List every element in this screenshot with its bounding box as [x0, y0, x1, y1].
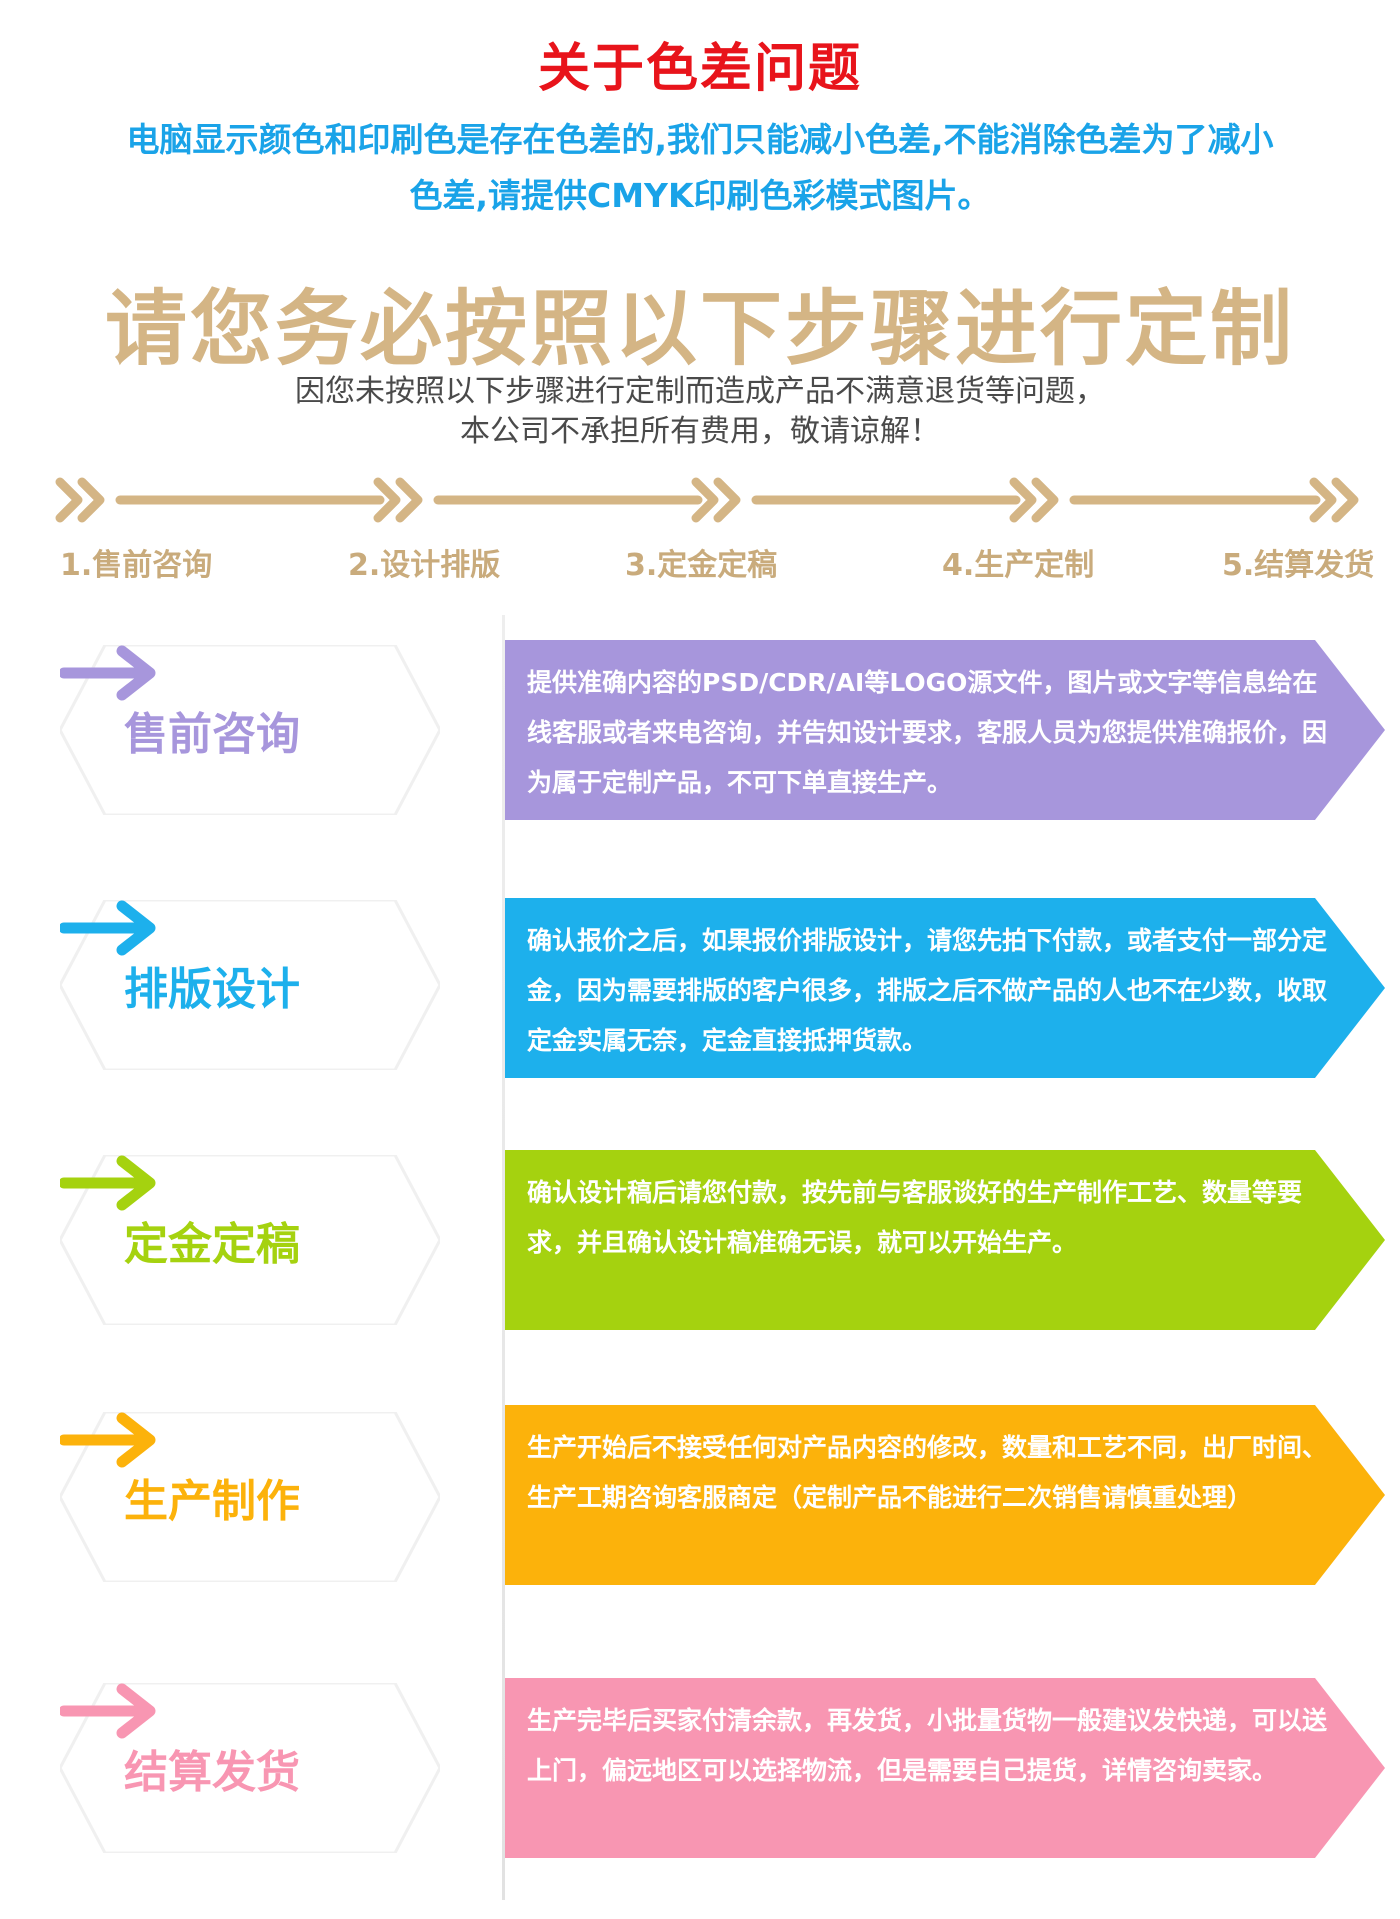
step-description-2: 确认报价之后，如果报价排版设计，请您先拍下付款，或者支付一部分定金，因为需要排版…	[505, 898, 1385, 1078]
hexagon-shape	[60, 1683, 440, 1853]
step-badge-label: 生产制作	[124, 1476, 300, 1527]
disclaimer: 因您未按照以下步骤进行定制而造成产品不满意退货等问题， 本公司不承担所有费用，敬…	[0, 372, 1400, 452]
step-description-text: 确认设计稿后请您付款，按先前与客服谈好的生产制作工艺、数量等要求，并且确认设计稿…	[527, 1178, 1303, 1257]
hexagon-shape	[60, 645, 440, 815]
step-description-text: 生产开始后不接受任何对产品内容的修改，数量和工艺不同，出厂时间、生产工期咨询客服…	[527, 1433, 1328, 1512]
step-label-2: 2.设计排版	[348, 548, 501, 583]
color-difference-notice: 电脑显示颜色和印刷色是存在色差的,我们只能减小色差,不能消除色差为了减小 色差,…	[40, 112, 1360, 224]
arrow-right-icon	[60, 1155, 156, 1211]
step-description-3: 确认设计稿后请您付款，按先前与客服谈好的生产制作工艺、数量等要求，并且确认设计稿…	[505, 1150, 1385, 1330]
notice-line-1: 电脑显示颜色和印刷色是存在色差的,我们只能减小色差,不能消除色差为了减小	[126, 120, 1274, 159]
hexagon-shape	[60, 900, 440, 1070]
banner-shape	[505, 898, 1385, 1078]
hexagon-shape	[60, 1412, 440, 1582]
arrow-right-icon	[60, 1412, 156, 1468]
banner-shape	[505, 1678, 1385, 1858]
arrow-right-icon	[60, 900, 156, 956]
step-badge-label: 排版设计	[124, 964, 300, 1015]
notice-line-2: 色差,请提供CMYK印刷色彩模式图片。	[409, 176, 991, 215]
step-description-text: 提供准确内容的PSD/CDR/AI等LOGO源文件，图片或文字等信息给在线客服或…	[527, 668, 1328, 797]
step-label-3: 3.定金定稿	[625, 548, 778, 583]
banner-shape	[505, 1405, 1385, 1585]
chevron-double-icon	[373, 477, 423, 523]
step-description-4: 生产开始后不接受任何对产品内容的修改，数量和工艺不同，出厂时间、生产工期咨询客服…	[505, 1405, 1385, 1585]
step-label-5: 5.结算发货	[1222, 548, 1375, 583]
step-badge-5: 结算发货	[60, 1683, 440, 1853]
step-badge-1: 售前咨询	[60, 645, 440, 815]
step-description-text: 确认报价之后，如果报价排版设计，请您先拍下付款，或者支付一部分定金，因为需要排版…	[527, 926, 1328, 1055]
step-badge-3: 定金定稿	[60, 1155, 440, 1325]
step-description-text: 生产完毕后买家付清余款，再发货，小批量货物一般建议发快递，可以送上门，偏远地区可…	[527, 1706, 1328, 1785]
step-badge-label: 售前咨询	[124, 709, 300, 760]
chevron-double-icon	[55, 477, 105, 523]
step-description-5: 生产完毕后买家付清余款，再发货，小批量货物一般建议发快递，可以送上门，偏远地区可…	[505, 1678, 1385, 1858]
arrow-right-icon	[60, 645, 156, 701]
step-badge-2: 排版设计	[60, 900, 440, 1070]
disclaimer-line-2: 本公司不承担所有费用，敬请谅解！	[460, 414, 940, 449]
arrow-right-icon	[60, 1683, 156, 1739]
step-label-4: 4.生产定制	[942, 548, 1095, 583]
banner-shape	[505, 1150, 1385, 1330]
step-description-1: 提供准确内容的PSD/CDR/AI等LOGO源文件，图片或文字等信息给在线客服或…	[505, 640, 1385, 820]
step-label-1: 1.售前咨询	[60, 548, 213, 583]
main-title: 请您务必按照以下步骤进行定制	[104, 282, 1295, 377]
chevron-double-icon	[691, 477, 741, 523]
banner-shape	[505, 640, 1385, 820]
chevron-double-icon	[1009, 477, 1059, 523]
step-badge-label: 定金定稿	[124, 1219, 300, 1270]
hexagon-shape	[60, 1155, 440, 1325]
chevron-double-icon	[1309, 477, 1359, 523]
step-badge-label: 结算发货	[124, 1747, 300, 1798]
disclaimer-line-1: 因您未按照以下步骤进行定制而造成产品不满意退货等问题，	[295, 374, 1105, 409]
color-difference-title: 关于色差问题	[537, 39, 862, 99]
vertical-divider	[502, 615, 505, 1900]
step-timeline	[55, 477, 1359, 523]
step-badge-4: 生产制作	[60, 1412, 440, 1582]
